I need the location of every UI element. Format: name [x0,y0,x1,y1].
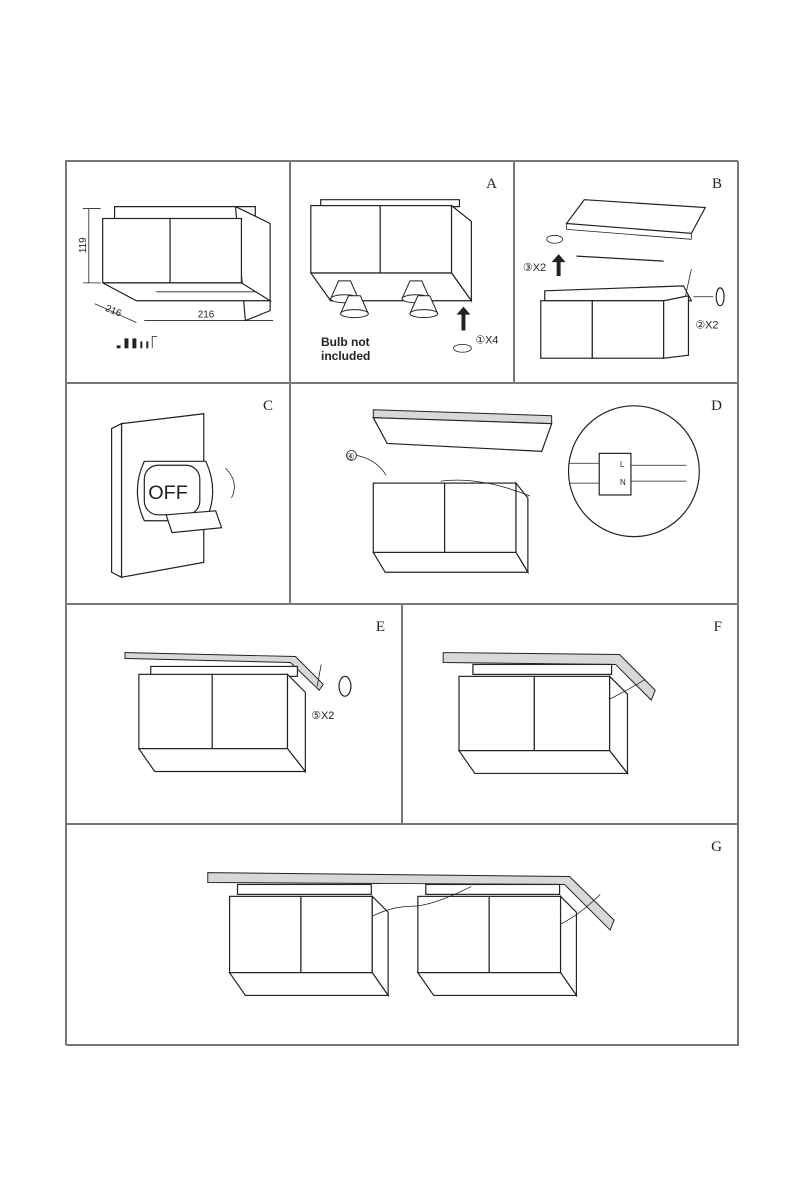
height-dimension: 119 [78,237,89,253]
panel-e: E ⑤X2 [66,604,402,824]
up-arrow-icon [551,254,566,276]
panel-b: B ③X2 ②X2 [514,161,739,383]
step-3-label: ③X2 [523,262,546,274]
ceiling-mount-drawing: ⑤X2 [124,652,352,774]
up-arrow-icon [456,306,471,331]
panel-letter: C [262,398,273,414]
step-label: ④ [347,451,355,461]
screw-icon [338,675,352,697]
panel-g: G [66,824,739,1046]
bulb-icons [329,280,439,319]
panel-c: C OFF [66,383,290,604]
step-2-label: ②X2 [695,319,718,331]
step-label: ①X4 [475,334,498,346]
panel-letter: F [713,619,722,635]
wiring-detail-circle [567,405,700,538]
step-label: ⑤X2 [311,710,334,722]
panel-letter: D [711,398,722,414]
fixture-dimension-drawing: 119 216 216 [78,205,274,349]
power-switch-drawing: OFF [111,413,235,579]
panel-d: D ④ L N [290,383,739,604]
depth-dimension: 216 [104,303,124,320]
multiple-fixtures-drawing [207,872,615,998]
switch-label: OFF [148,482,188,504]
hardware-screws-icon [116,336,158,349]
bulb-install-drawing: ①X4 [309,199,498,353]
panel-letter: B [711,176,722,192]
installed-fixture-drawing [442,652,656,776]
panel-letter: A [486,176,497,192]
rotate-arrow-icon [225,467,235,499]
mounting-plate-drawing: ③X2 ②X2 [523,199,725,359]
screw-icon [715,287,725,307]
panel-letter: E [375,619,385,635]
panel-letter: G [711,839,722,855]
panel-f: F [402,604,739,824]
panel-dimensions: 119 216 216 [66,161,290,383]
width-dimension: 216 [198,310,215,321]
wiring-drawing: ④ L N [346,405,700,575]
rotate-icon [546,234,563,244]
rotate-icon [453,343,472,353]
terminal-l-label: L [620,460,625,469]
panel-a: A ①X4 Bulb not included [290,161,514,383]
instruction-sheet: 119 216 216 A ①X4 Bulb not included [65,160,739,1046]
terminal-n-label: N [620,478,626,487]
bulb-note: Bulb not included [321,335,371,363]
